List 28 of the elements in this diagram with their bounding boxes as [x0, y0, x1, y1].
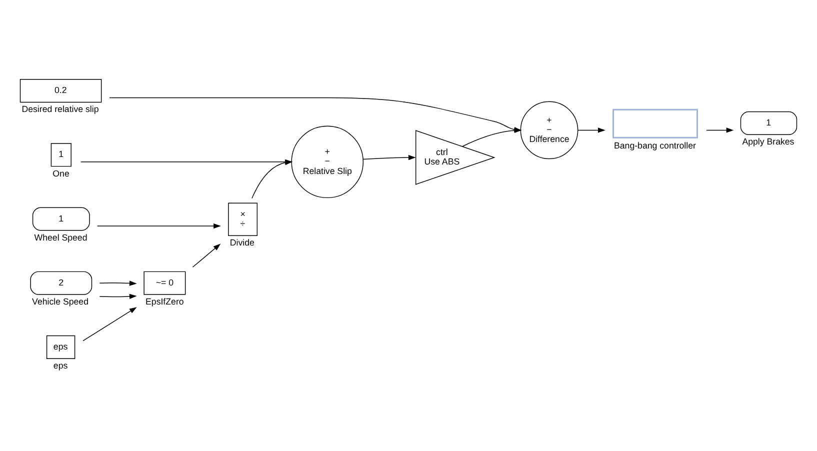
node-label: Wheel Speed: [34, 232, 88, 242]
arrow: [192, 243, 221, 268]
node-label: One: [52, 168, 70, 178]
node-box: 1: [32, 206, 90, 230]
node-label: Vehicle Speed: [32, 296, 89, 306]
node-box: 1: [50, 142, 72, 166]
node-box: [612, 108, 698, 138]
node-circle: + − Relative Slip: [291, 125, 364, 198]
node-box: 2: [30, 270, 92, 294]
arrow: [96, 222, 221, 228]
node-box: eps: [46, 334, 76, 358]
node-label: Bang-bang controller: [614, 140, 696, 150]
node-label: Desired relative slip: [22, 104, 99, 114]
node-label: EpsIfZero: [146, 296, 184, 306]
arrow: [99, 280, 137, 286]
node-label: eps: [53, 360, 68, 370]
arrow: [82, 306, 137, 341]
arrow: [99, 293, 137, 298]
arrow: [706, 127, 734, 132]
node-label: Apply Brakes: [742, 136, 794, 146]
node-box: 1: [740, 110, 798, 134]
node-box: × ÷: [228, 202, 258, 236]
node-label: Divide: [230, 237, 254, 248]
arrow: [578, 127, 606, 132]
arrow: [362, 154, 416, 160]
node-box: 0.2: [20, 78, 102, 102]
node-box: ~= 0: [144, 270, 186, 294]
node-circle: + − Difference: [520, 100, 578, 159]
